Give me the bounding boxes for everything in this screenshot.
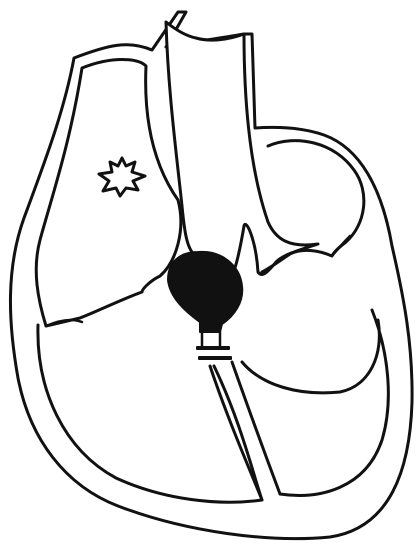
double-bar-bottom	[198, 356, 232, 360]
double-bar-top	[196, 346, 230, 350]
